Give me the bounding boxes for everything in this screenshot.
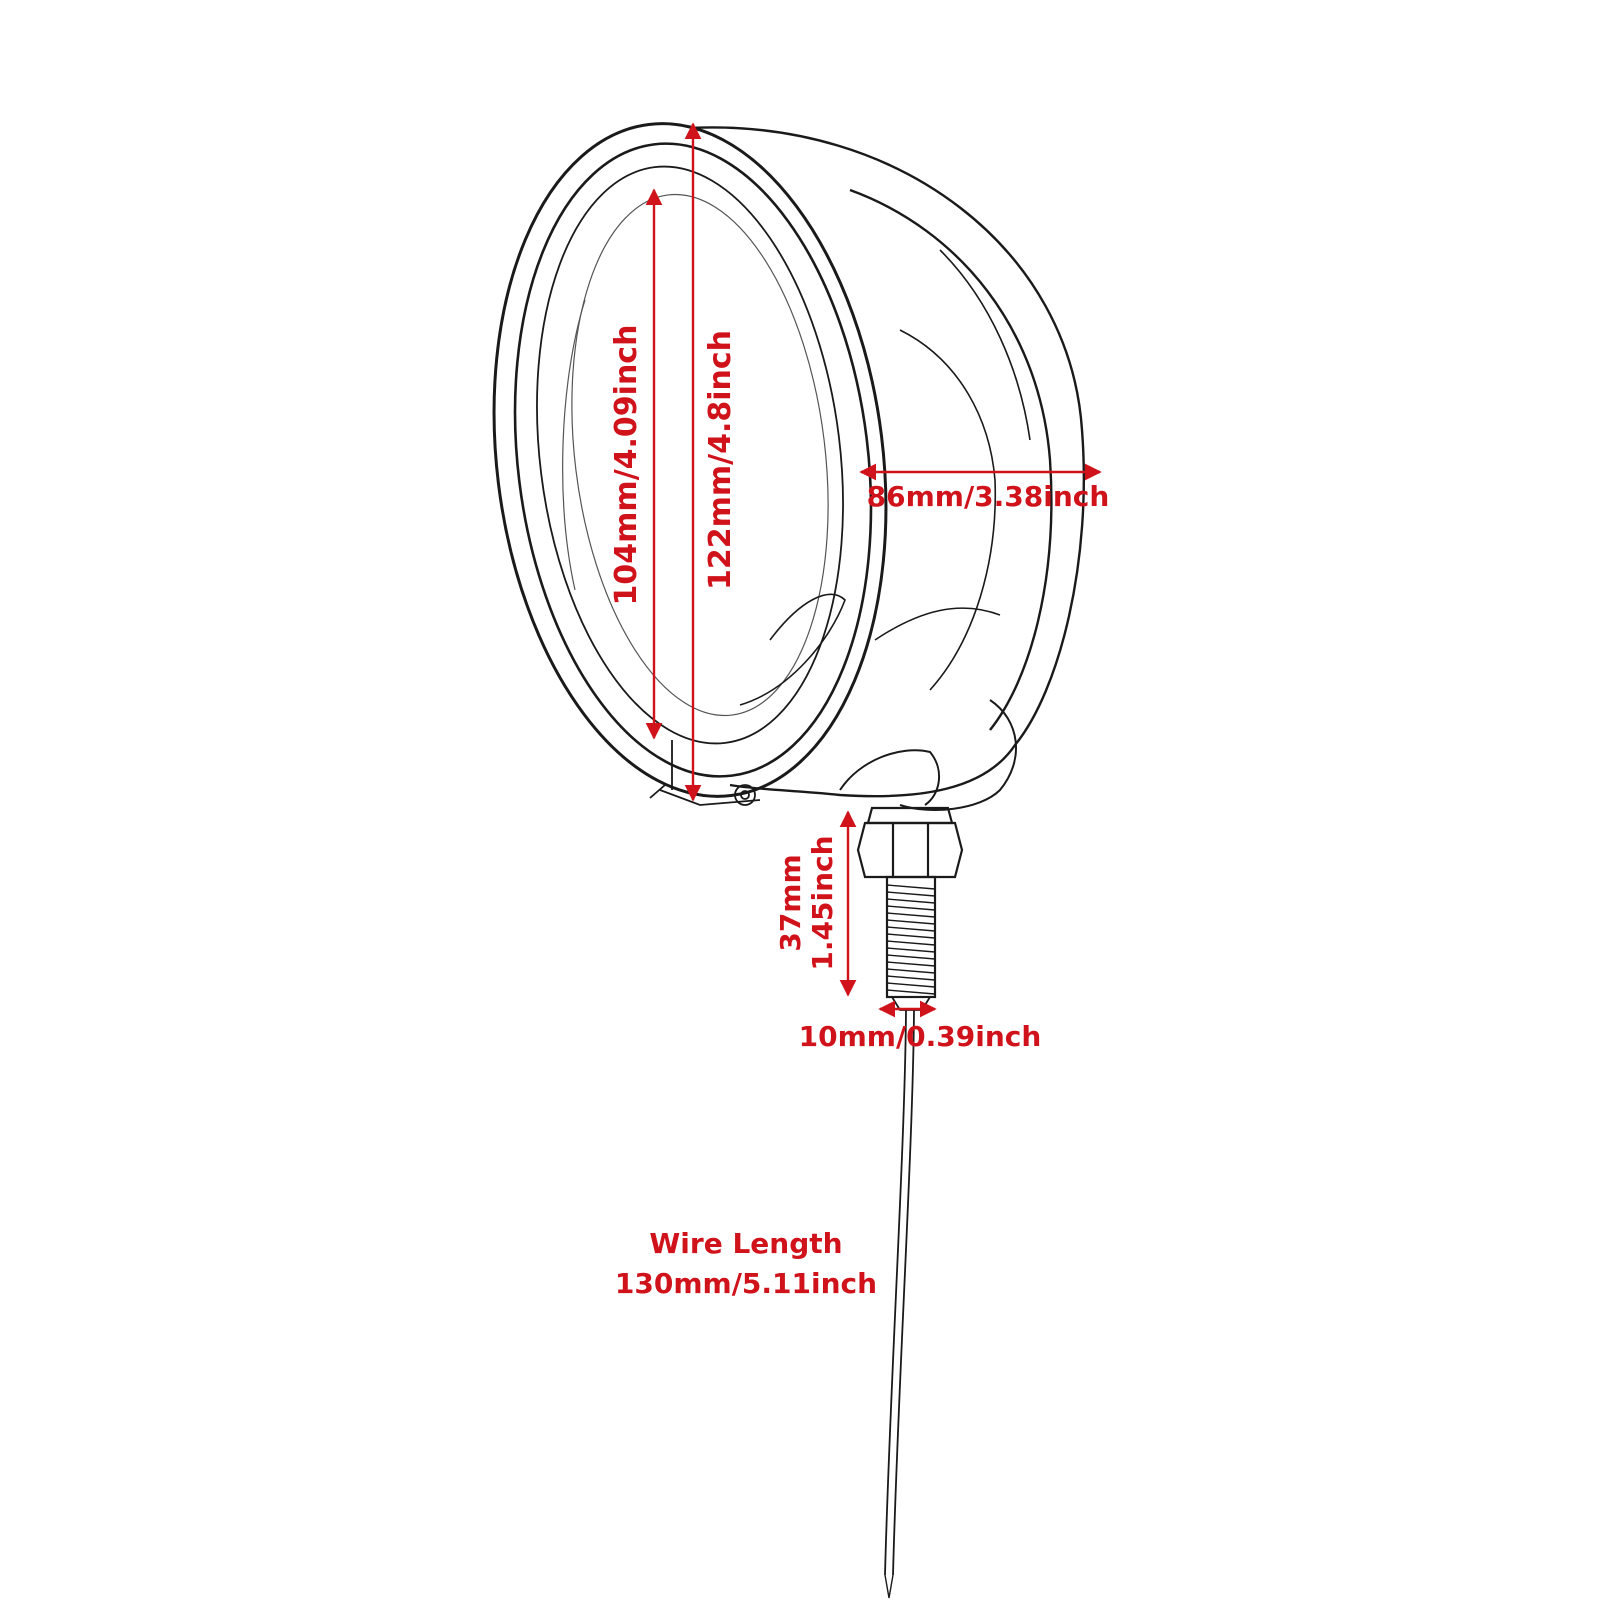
stud-thread [886,947,936,953]
stud-thread [886,905,936,911]
housing-shell [689,126,1085,798]
threaded-stud [885,875,937,1011]
inner-lens-face [571,193,829,717]
stud-thread [886,968,936,974]
stud-diameter-label: 10mm/0.39inch [799,1020,1042,1053]
lens-inner-arc [562,299,586,591]
wire [884,1009,915,1599]
wire-length-value: 130mm/5.11inch [615,1267,877,1300]
stud-thread [886,898,936,904]
stud-thread [886,961,936,967]
stud-thread [886,884,936,890]
stud-thread [886,933,936,939]
housing-contour-3 [939,249,1031,441]
stud-thread [886,989,936,995]
stud-thread [886,926,936,932]
hex-nut [856,806,964,879]
stud-thread [886,954,936,960]
outer-trim-ring [492,122,888,798]
stud-thread [886,919,936,925]
inner-lens-rim [536,165,844,745]
lens-reflection [739,593,846,706]
stud-thread [886,891,936,897]
headlight-line-art [492,122,1085,1599]
trim-ring-clamp-screw [649,740,761,806]
outer-trim-ring-inner-edge [513,142,873,778]
inner-lens-diameter-label: 104mm/4.09inch [609,325,644,606]
housing-flow-line [874,607,1001,641]
stud-length-mm-label: 37mm [774,854,807,951]
outer-ring-diameter-label: 122mm/4.8inch [703,330,738,590]
housing-lower-bulge [899,699,1017,811]
stud-thread [886,975,936,981]
stud-thread [886,912,936,918]
housing-depth-label: 86mm/3.38inch [867,480,1110,513]
stud-thread [886,940,936,946]
dimension-lines [645,122,1102,1018]
stud-length-inch-label: 1.45inch [806,835,839,970]
stud-thread [886,982,936,988]
wire-length-title: Wire Length [649,1227,842,1260]
mount-bracket [839,749,941,806]
housing-contour-1 [849,188,1053,731]
